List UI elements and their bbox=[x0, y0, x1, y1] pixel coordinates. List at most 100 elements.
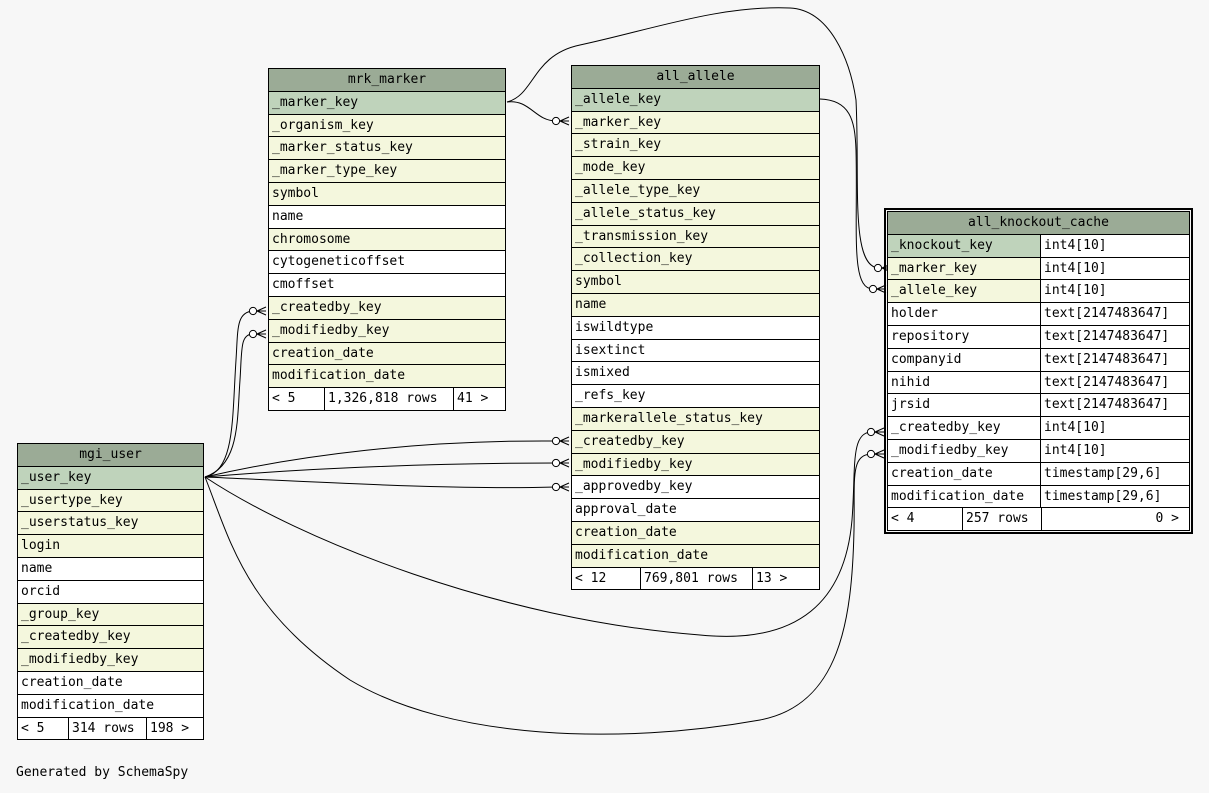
table-title[interactable]: all_knockout_cache bbox=[888, 212, 1189, 234]
column-row[interactable]: _modifiedby_key bbox=[18, 649, 203, 671]
fk-allele-approvedby bbox=[551, 482, 570, 492]
column-row[interactable]: cytogeneticoffset bbox=[269, 251, 505, 274]
column-name: name bbox=[272, 208, 304, 224]
column-row[interactable]: _group_key bbox=[18, 603, 203, 626]
column-name: creation_date bbox=[575, 525, 677, 540]
column-row[interactable]: _approvedby_key bbox=[572, 476, 819, 499]
table-mrk_marker[interactable]: mrk_marker_marker_key _organism_key _marke… bbox=[268, 68, 506, 411]
column-name: _strain_key bbox=[575, 137, 662, 153]
column-row[interactable]: _usertype_key bbox=[18, 489, 203, 512]
column-type: text[2147483647] bbox=[1040, 303, 1189, 325]
column-name: _createdby_key bbox=[272, 300, 382, 315]
column-name: name bbox=[575, 297, 607, 312]
column-name: nihid bbox=[891, 374, 931, 390]
column-row[interactable]: cmoffset bbox=[269, 274, 505, 296]
column-row[interactable]: modification_date bbox=[572, 544, 819, 567]
table-all_allele[interactable]: all_allele _allele_key _marker_key _strain_… bbox=[571, 65, 820, 591]
column-row[interactable]: _refs_key bbox=[572, 385, 819, 407]
child-count-link[interactable]: 198 > bbox=[146, 717, 203, 740]
column-row[interactable]: ismixed bbox=[572, 362, 819, 385]
column-row[interactable]: _marker_type_key bbox=[269, 160, 505, 182]
column-name: modification_date bbox=[21, 697, 155, 713]
column-name: _marker_status_key bbox=[272, 140, 413, 156]
column-row[interactable]: iswildtype bbox=[572, 316, 819, 339]
parent-count-link[interactable]: < 5 bbox=[21, 720, 45, 736]
column-row[interactable]: _modifiedby_key bbox=[269, 319, 505, 342]
column-row[interactable]: isextinct bbox=[572, 339, 819, 362]
column-row[interactable]: _createdby_key bbox=[269, 297, 505, 319]
child-count-link[interactable]: 13 > bbox=[752, 567, 819, 590]
column-row[interactable]: _marker_status_key bbox=[269, 137, 505, 160]
edge-user-to-knockout-modifiedby bbox=[204, 453, 872, 735]
column-row[interactable]: _mode_key bbox=[572, 157, 819, 179]
column-row[interactable]: _markerallele_status_key bbox=[572, 408, 819, 430]
column-row[interactable]: _organism_key bbox=[269, 114, 505, 137]
column-row[interactable]: _marker_key bbox=[572, 111, 819, 134]
column-row[interactable]: _collection_key bbox=[572, 248, 819, 271]
column-row[interactable]: _createdby_key bbox=[572, 430, 819, 453]
column-row[interactable]: _marker_key bbox=[269, 91, 505, 114]
column-row[interactable]: orcid bbox=[18, 580, 203, 603]
column-name: _allele_key bbox=[575, 91, 662, 107]
column-row[interactable]: _user_key bbox=[18, 466, 203, 489]
column-name: approval_date bbox=[575, 502, 677, 518]
column-row[interactable]: symbol bbox=[572, 271, 819, 293]
column-name: jrsid bbox=[891, 397, 931, 413]
column-type: int4[10] bbox=[1040, 257, 1189, 280]
column-row[interactable]: _allele_type_key bbox=[572, 180, 819, 202]
table-title[interactable]: all_allele bbox=[572, 66, 819, 88]
column-row[interactable]: _allele_status_key bbox=[572, 202, 819, 225]
column-row[interactable]: creation_date bbox=[572, 522, 819, 544]
table-name: all_allele bbox=[656, 69, 735, 84]
column-name: cmoffset bbox=[272, 277, 335, 293]
parent-count-link[interactable]: < 12 bbox=[575, 570, 607, 586]
column-row[interactable]: _strain_key bbox=[572, 134, 819, 157]
column-row[interactable]: modification_date bbox=[269, 365, 505, 388]
column-row[interactable]: name bbox=[269, 205, 505, 228]
column-row[interactable]: login bbox=[18, 535, 203, 557]
column-row[interactable]: modification_date bbox=[18, 694, 203, 717]
column-row[interactable]: _allele_key bbox=[572, 88, 819, 111]
child-count-link[interactable]: 0 > bbox=[1041, 508, 1189, 531]
column-row[interactable]: _createdby_key bbox=[18, 626, 203, 649]
column-row[interactable]: name bbox=[18, 558, 203, 580]
column-row[interactable]: creation_date bbox=[18, 672, 203, 694]
table-title[interactable]: mgi_user bbox=[18, 444, 203, 466]
column-row[interactable]: creation_date bbox=[269, 342, 505, 365]
edge-user-to-marker-createdby bbox=[204, 310, 254, 478]
fk-knockout-allele bbox=[868, 284, 887, 294]
column-name: _allele_status_key bbox=[575, 205, 716, 221]
column-row[interactable]: _modifiedby_key bbox=[572, 453, 819, 476]
column-row[interactable]: chromosome bbox=[269, 228, 505, 251]
column-row[interactable]: approval_date bbox=[572, 499, 819, 521]
column-row[interactable]: name bbox=[572, 294, 819, 316]
parent-count-link[interactable]: < 5 bbox=[272, 391, 296, 407]
column-row[interactable]: _transmission_key bbox=[572, 225, 819, 248]
table-mgi_user[interactable]: mgi_user_user_key_usertype_key_userstatu… bbox=[17, 443, 204, 741]
table-title[interactable]: mrk_marker bbox=[269, 69, 505, 91]
column-name: _organism_key bbox=[272, 117, 374, 133]
parent-count-link[interactable]: < 4 bbox=[891, 511, 915, 527]
column-row[interactable]: _userstatus_key bbox=[18, 512, 203, 535]
column-row[interactable]: symbol bbox=[269, 183, 505, 205]
column-type: timestamp[29,6] bbox=[1040, 462, 1189, 485]
column-name: _collection_key bbox=[575, 251, 693, 267]
child-count-link[interactable]: 41 > bbox=[453, 388, 505, 410]
column-name: _knockout_key bbox=[891, 237, 993, 253]
column-name: _group_key bbox=[21, 606, 100, 622]
